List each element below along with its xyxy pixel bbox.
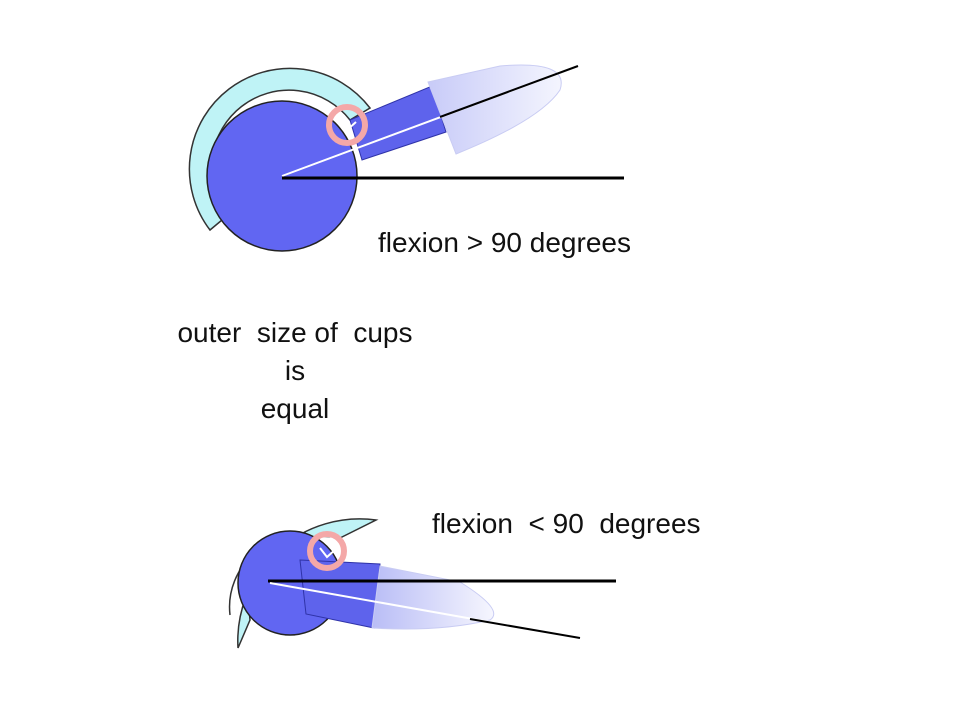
top-stem-axis-line-outer — [439, 65, 579, 118]
bottom-impingement-ring — [307, 531, 347, 571]
top-caption: flexion > 90 degrees — [378, 227, 631, 258]
bottom-stem-axis-line-outer — [469, 618, 581, 639]
top-impingement-ring — [326, 104, 368, 146]
bottom-impingement-tick — [319, 547, 337, 559]
top-femoral-stem — [427, 64, 562, 155]
note-line-2: is — [284, 355, 306, 386]
bottom-caption: flexion < 90 degrees — [432, 508, 701, 539]
note-line-1: outer size of cups — [177, 317, 413, 348]
note-line-3: equal — [260, 393, 330, 424]
bottom-hip-figure — [228, 518, 616, 649]
cup-size-note: outer size of cups is equal — [130, 314, 460, 428]
top-impingement-tick — [339, 119, 357, 132]
top-hip-figure — [188, 64, 624, 252]
